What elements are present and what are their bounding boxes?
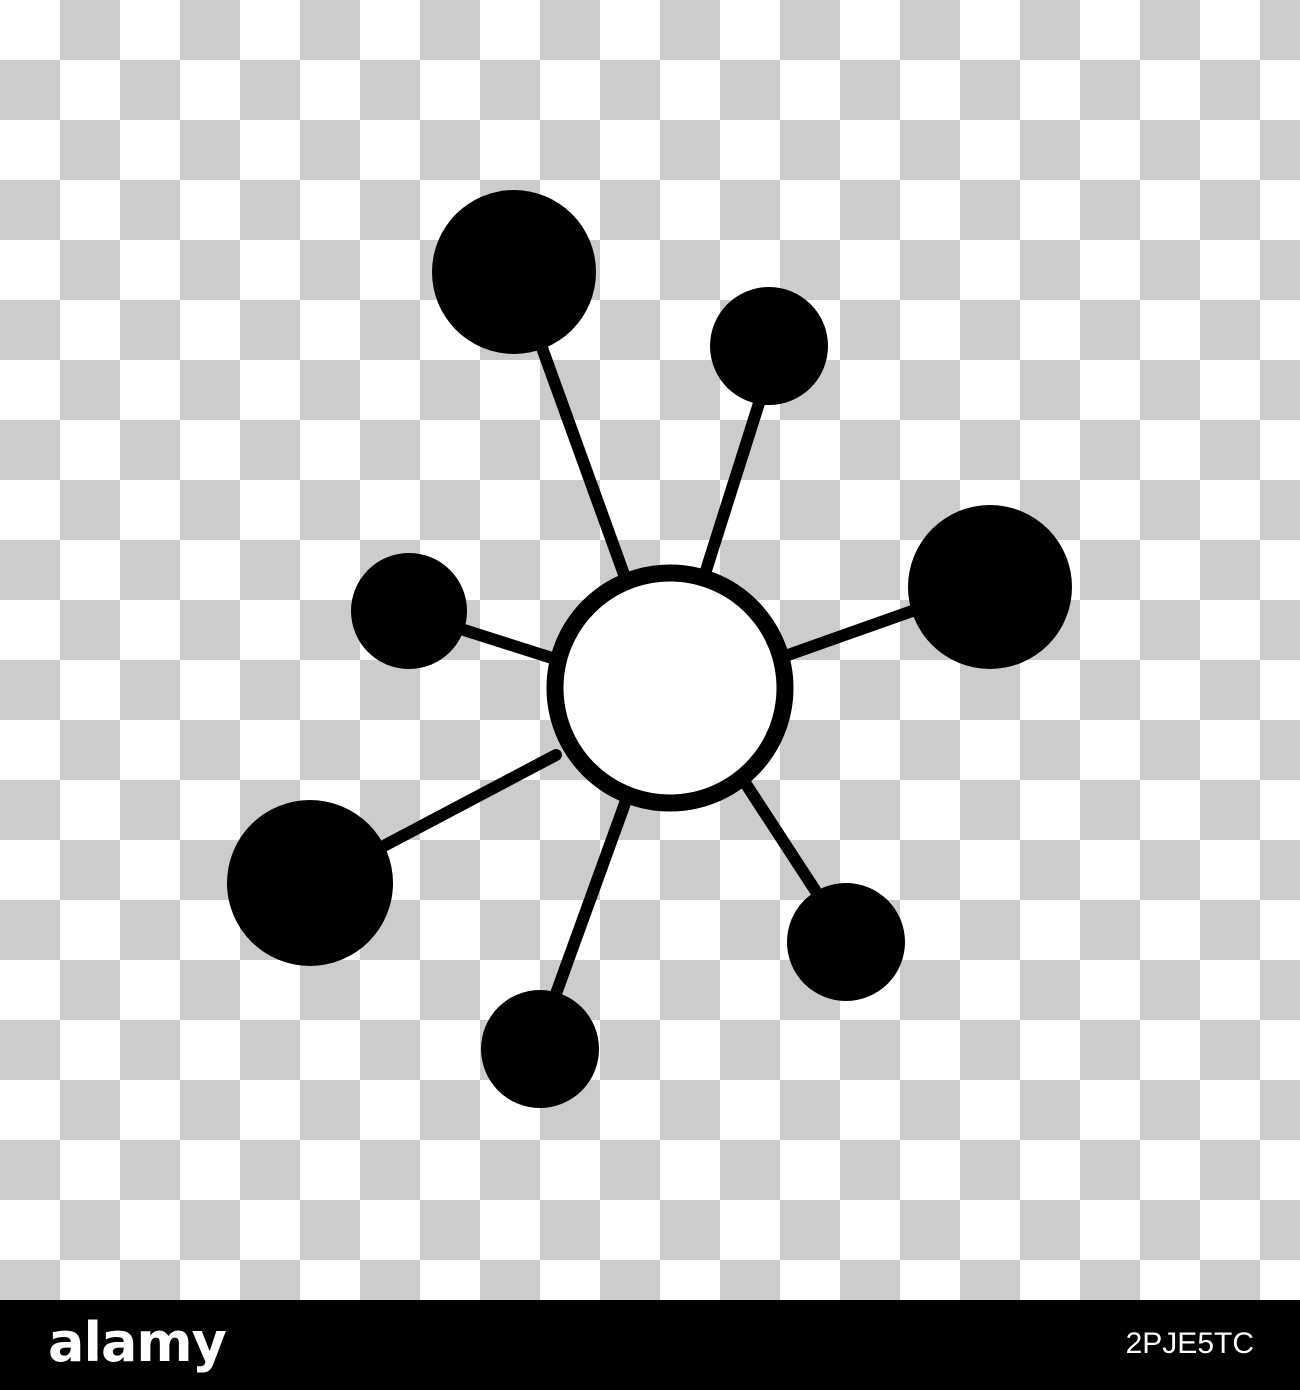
connector-line [458, 624, 558, 664]
connector-line [736, 772, 821, 896]
satellite-node [351, 553, 467, 669]
satellite-node [227, 800, 393, 966]
connector-line [535, 339, 632, 586]
satellite-node [908, 505, 1072, 669]
satellite-node [481, 990, 599, 1108]
satellite-node [787, 883, 905, 1001]
transparent-checkerboard-canvas [0, 0, 1300, 1300]
connector-line [547, 789, 634, 1008]
connector-line [782, 604, 921, 661]
connector-line [374, 749, 562, 854]
satellite-node [710, 287, 828, 405]
watermark-footer: alamy 2PJE5TC [0, 1300, 1300, 1390]
hub-circle [546, 564, 794, 812]
network-hub-icon [227, 190, 1072, 1108]
connector-line [697, 394, 766, 586]
image-id-label: 2PJE5TC [1125, 1327, 1254, 1360]
alamy-logo: alamy [48, 1311, 227, 1374]
satellite-node [432, 190, 596, 354]
